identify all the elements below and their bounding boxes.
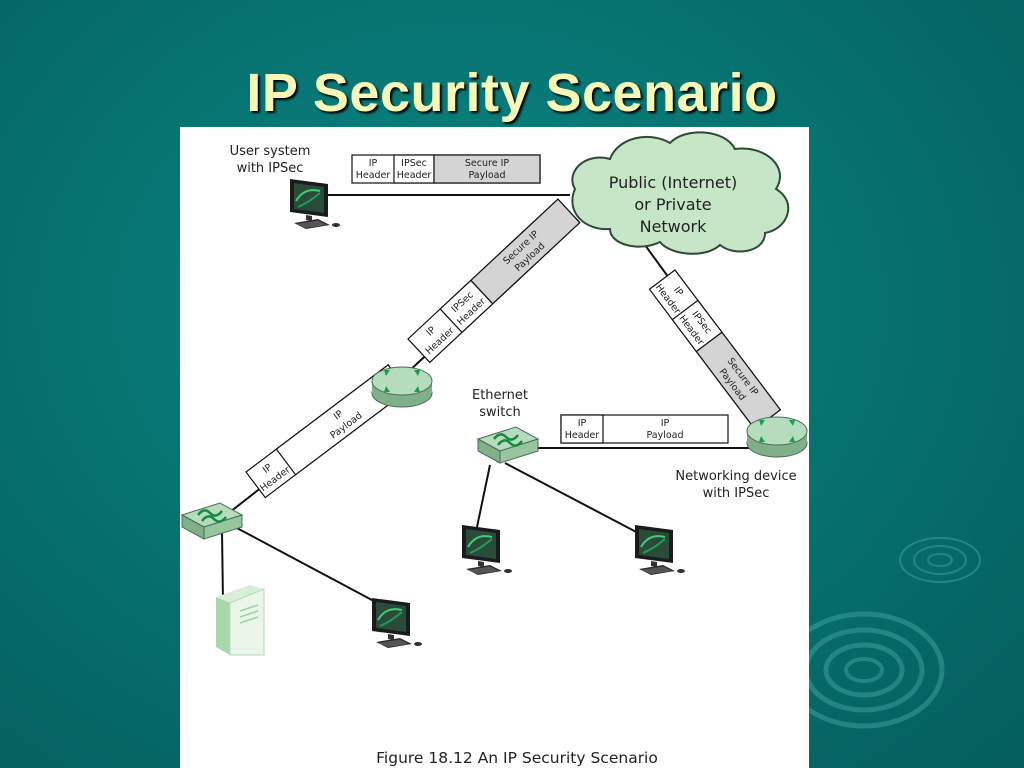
user-system-label-line-1: User system bbox=[230, 144, 311, 159]
networking-device-label-line-2: with IPSec bbox=[703, 486, 770, 501]
ipsec-diagram: Public (Internet) or Private Network Use… bbox=[180, 131, 808, 767]
server-icon bbox=[216, 585, 265, 656]
packet-top-ipsec-label: IPSec bbox=[401, 158, 427, 169]
packet-plain-horizontal: IP Header IP Payload bbox=[560, 414, 729, 444]
router-right-icon bbox=[746, 416, 808, 458]
link-switch-pc-bottom bbox=[234, 526, 386, 608]
networking-device-label-line-1: Networking device bbox=[675, 469, 796, 484]
svg-text:IP: IP bbox=[661, 418, 670, 429]
packet-secure-diagonal-right: IP Header IPSec Header Secure IP Payload bbox=[648, 269, 782, 430]
cloud-label-line-1: Public (Internet) bbox=[609, 173, 737, 192]
router-left-icon bbox=[371, 366, 433, 408]
network-cloud: Public (Internet) or Private Network bbox=[571, 131, 790, 255]
packet-top-secure-label: Secure IP bbox=[465, 158, 509, 169]
cloud-label-line-2: or Private bbox=[634, 195, 711, 214]
svg-text:Header: Header bbox=[565, 430, 600, 441]
ethernet-computer-right-icon bbox=[634, 524, 686, 576]
user-system-computer-icon bbox=[289, 178, 341, 230]
link-switch2-pc-left bbox=[476, 464, 491, 528]
user-system-label-line-2: with IPSec bbox=[237, 161, 304, 176]
diagram-panel: Public (Internet) or Private Network Use… bbox=[180, 127, 809, 768]
packet-top-payload-label: Payload bbox=[468, 170, 505, 181]
lan-computer-icon bbox=[371, 597, 423, 649]
link-switch2-pc-right bbox=[504, 462, 643, 536]
packet-top-header-label: Header bbox=[356, 170, 391, 181]
svg-text:Payload: Payload bbox=[646, 430, 683, 441]
ethernet-switch-label-line-2: switch bbox=[479, 405, 521, 420]
svg-text:IP: IP bbox=[578, 418, 587, 429]
link-switch-server bbox=[221, 531, 224, 603]
ripple-decoration bbox=[784, 537, 981, 729]
figure-caption: Figure 18.12 An IP Security Scenario bbox=[376, 749, 658, 767]
cloud-label-line-3: Network bbox=[640, 217, 708, 236]
packet-top-ipsec-header-label: Header bbox=[397, 170, 432, 181]
slide-title: IP Security Scenario bbox=[246, 63, 778, 123]
ethernet-switch-icon bbox=[476, 425, 540, 465]
packet-top-ip-label: IP bbox=[369, 158, 378, 169]
ethernet-switch-label-line-1: Ethernet bbox=[472, 388, 528, 403]
packet-secure-diagonal-left: IP Header IPSec Header Secure IP Payload bbox=[407, 198, 581, 364]
ethernet-computer-left-icon bbox=[461, 524, 513, 576]
packet-secure-top: IP Header IPSec Header Secure IP Payload bbox=[351, 154, 541, 184]
